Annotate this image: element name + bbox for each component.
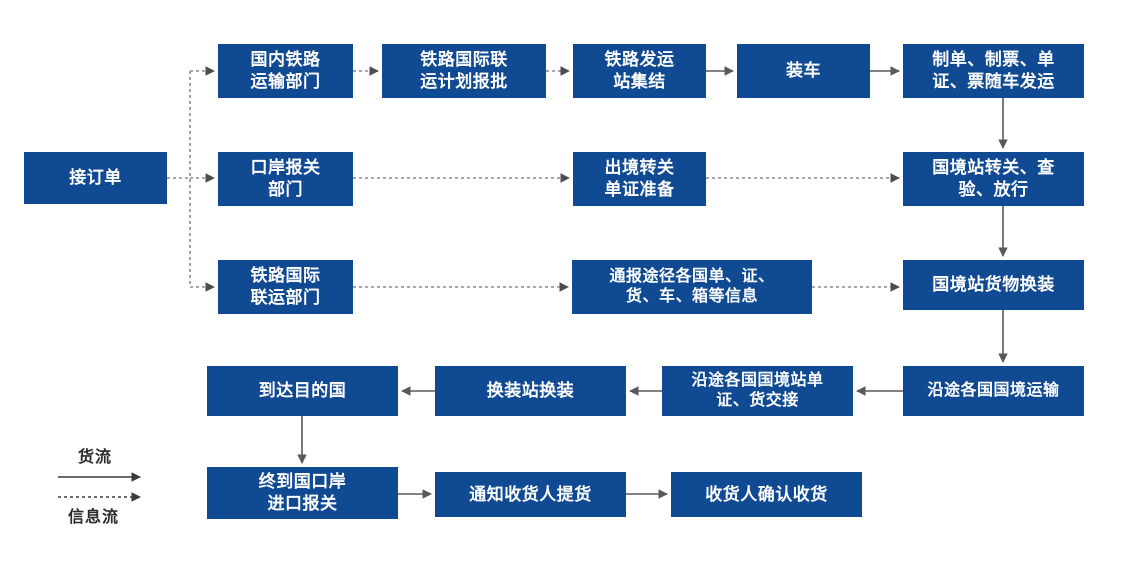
- legend-cargo-flow-label: 货流: [78, 449, 113, 466]
- node-arrive-destination-country[interactable]: 到达目的国: [207, 366, 398, 416]
- node-rail-dispatch-station[interactable]: 铁路发运 站集结: [573, 44, 706, 98]
- node-intl-rail-through-dept[interactable]: 铁路国际 联运部门: [218, 260, 353, 314]
- node-transit-countries-transport[interactable]: 沿途各国国境运输: [903, 366, 1084, 416]
- node-notify-consignee-pickup[interactable]: 通知收货人提货: [435, 472, 626, 517]
- node-notify-transit-info[interactable]: 通报途径各国单、证、 货、车、箱等信息: [572, 260, 812, 314]
- node-loading[interactable]: 装车: [737, 44, 870, 98]
- node-consignee-confirm-receipt[interactable]: 收货人确认收货: [671, 472, 862, 517]
- node-domestic-rail-dept[interactable]: 国内铁路 运输部门: [218, 44, 353, 98]
- node-exit-transit-documents[interactable]: 出境转关 单证准备: [573, 152, 706, 206]
- node-transit-border-handover[interactable]: 沿途各国国境站单 证、货交接: [662, 366, 853, 416]
- edge-order-to-branch: [167, 71, 191, 287]
- node-receive-order[interactable]: 接订单: [24, 152, 167, 204]
- node-final-port-import-clearance[interactable]: 终到国口岸 进口报关: [207, 467, 398, 519]
- legend-info-flow-label: 信息流: [68, 509, 120, 526]
- node-border-station-transship[interactable]: 国境站货物换装: [903, 260, 1084, 310]
- node-transshipment-station[interactable]: 换装站换装: [435, 366, 626, 416]
- node-port-customs-dept[interactable]: 口岸报关 部门: [218, 152, 353, 206]
- node-border-station-clearance[interactable]: 国境站转关、查 验、放行: [903, 152, 1084, 206]
- node-intl-rail-plan-approval[interactable]: 铁路国际联 运计划报批: [382, 44, 546, 98]
- node-documents-dispatch[interactable]: 制单、制票、单 证、票随车发运: [903, 44, 1084, 98]
